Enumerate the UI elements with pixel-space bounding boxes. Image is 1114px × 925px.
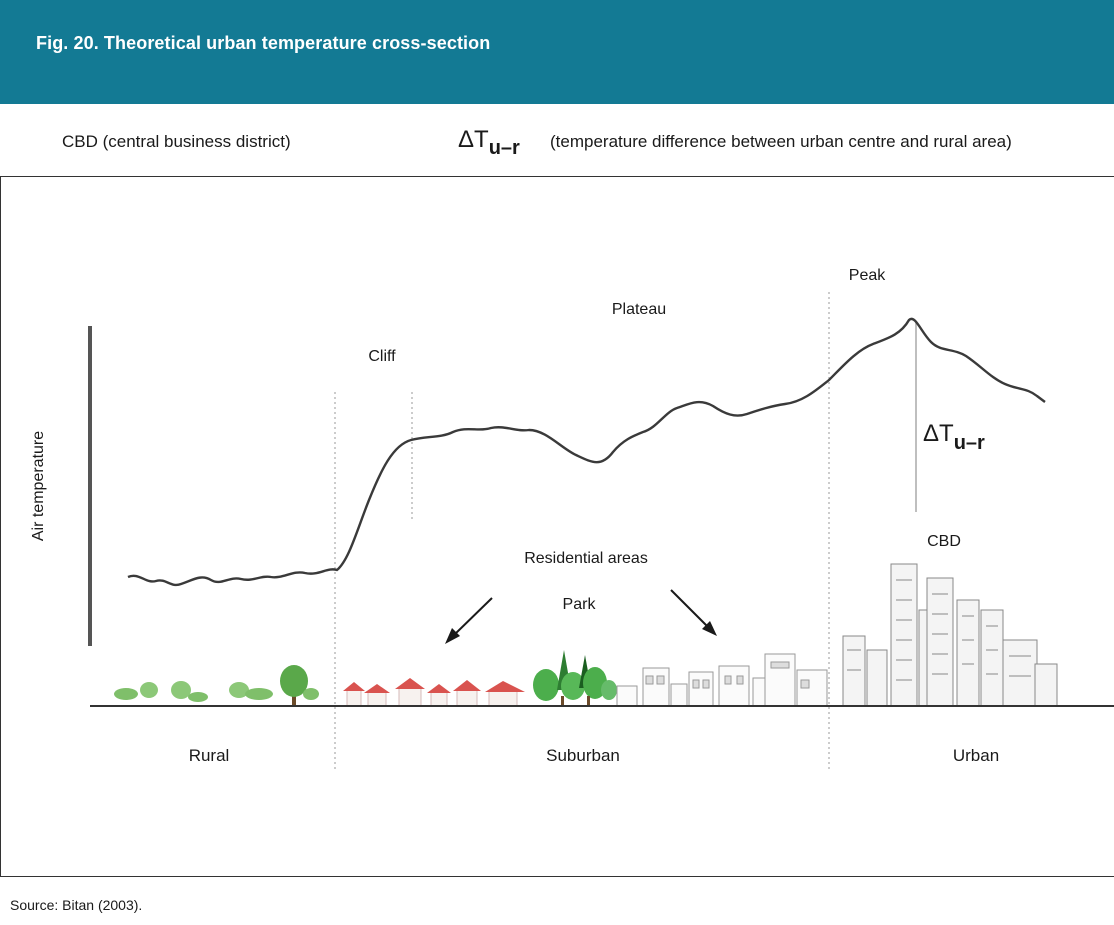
- cbd-towers-illustration: [842, 563, 1058, 707]
- delta-t-symbol-text: ΔT: [458, 126, 489, 153]
- rural-vegetation-illustration: [114, 665, 319, 706]
- delta-t-definition: (temperature difference between urban ce…: [550, 132, 1012, 151]
- delta-t-symbol: ΔTu–r: [458, 126, 520, 160]
- peak-label: Peak: [849, 267, 886, 284]
- temperature-curve: [127, 317, 1046, 587]
- figure-header-banner: Fig. 20. Theoretical urban temperature c…: [0, 0, 1114, 104]
- cbd-definition: CBD (central business district): [62, 132, 291, 151]
- park-label: Park: [563, 596, 597, 613]
- park-trees-illustration: [533, 650, 617, 706]
- zone-label-suburban: Suburban: [546, 746, 620, 765]
- y-axis-label: Air temperature: [30, 431, 47, 541]
- cross-section-diagram: Air temperature Cliff Plateau Peak ΔTu–r…: [30, 267, 1114, 770]
- delta-t-subscript: u–r: [488, 137, 520, 159]
- figure-title: Fig. 20. Theoretical urban temperature c…: [36, 33, 491, 53]
- diagram-frame: Air temperature Cliff Plateau Peak ΔTu–r…: [0, 176, 1114, 876]
- residential-areas-label: Residential areas: [524, 550, 648, 567]
- delta-t-diagram-symbol: ΔT: [923, 420, 954, 447]
- plateau-label: Plateau: [612, 301, 666, 318]
- legend-row: CBD (central business district) ΔTu–r (t…: [0, 104, 1114, 177]
- residential-buildings-illustration: [616, 653, 828, 707]
- residential-arrow-left: [445, 597, 493, 644]
- zone-label-urban: Urban: [953, 746, 999, 765]
- suburban-houses-illustration: [343, 678, 525, 707]
- delta-t-diagram-label: ΔTu–r: [923, 420, 985, 454]
- delta-t-diagram-subscript: u–r: [954, 432, 985, 454]
- cliff-label: Cliff: [368, 348, 396, 365]
- zone-label-rural: Rural: [189, 746, 230, 765]
- residential-arrow-right: [670, 589, 717, 636]
- cbd-label: CBD: [927, 533, 961, 550]
- source-citation: Source: Bitan (2003).: [10, 897, 143, 913]
- source-row: Source: Bitan (2003).: [0, 876, 1114, 925]
